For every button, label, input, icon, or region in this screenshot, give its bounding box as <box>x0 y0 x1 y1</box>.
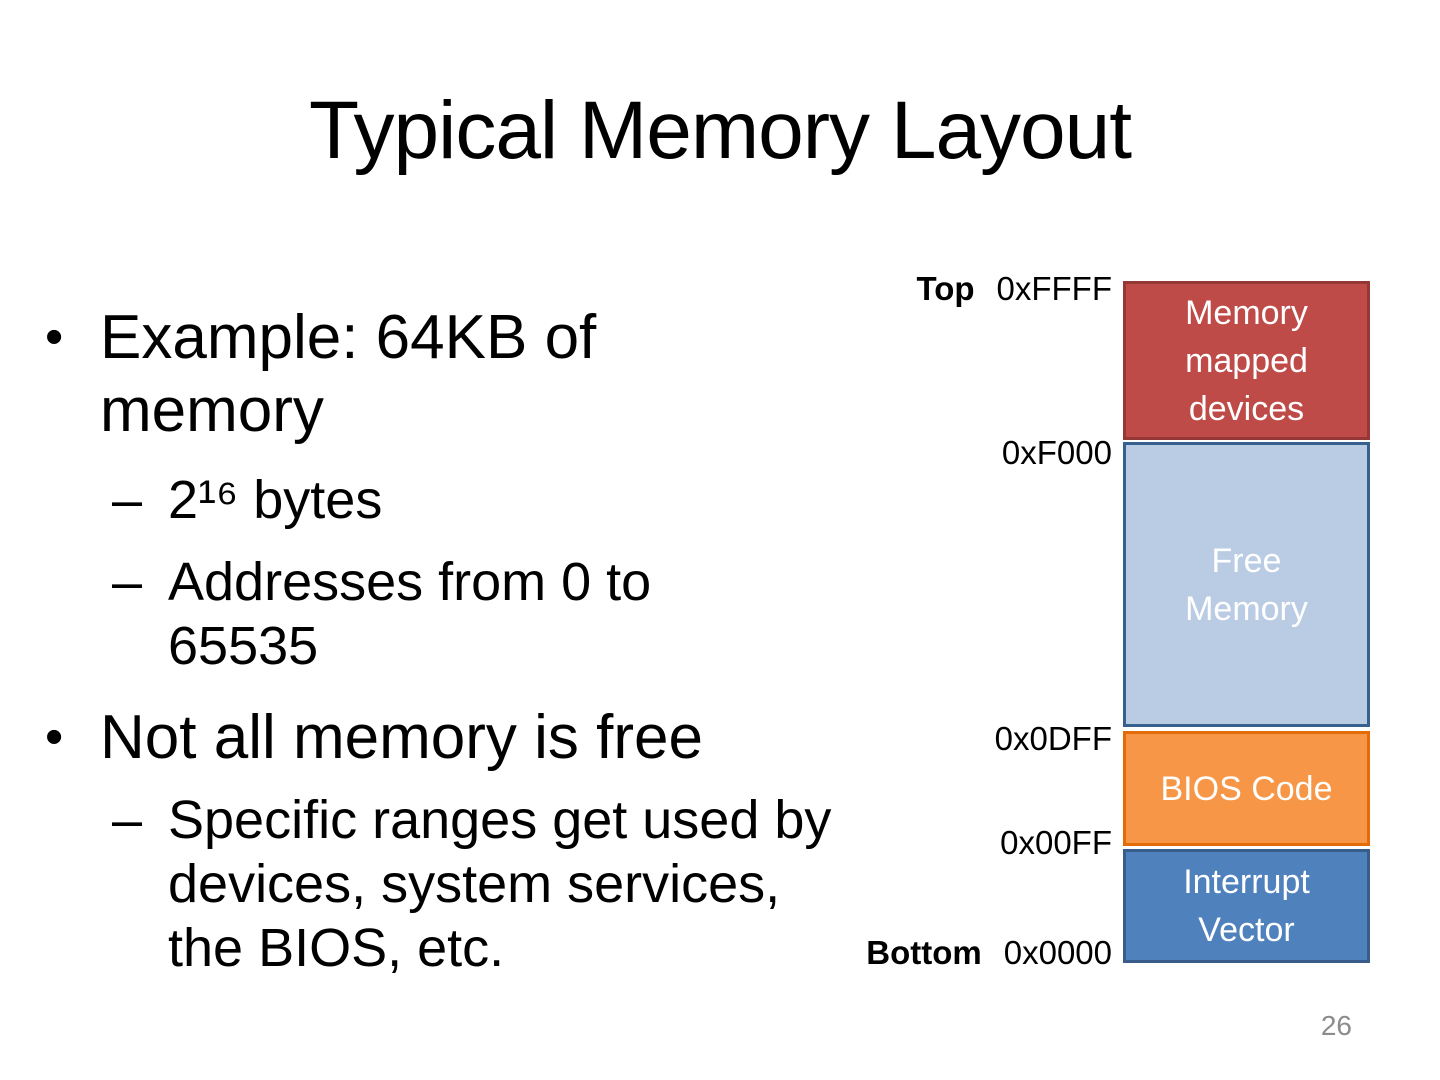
address-row-bottom: Bottom 0x0000 <box>866 936 1112 969</box>
address-0x0DFF: 0x0DFF <box>994 720 1112 757</box>
subbullet-2-16-bytes: – 2¹⁶ bytes <box>112 468 382 532</box>
dash-marker: – <box>112 470 143 530</box>
address-row-0xF000: 0xF000 <box>1002 436 1112 469</box>
slide-title: Typical Memory Layout <box>308 85 1132 176</box>
address-row-top: Top 0xFFFF <box>916 272 1112 305</box>
memory-block-interrupt-vector: Interrupt Vector <box>1123 849 1370 963</box>
address-0x0000: 0x0000 <box>1003 934 1112 971</box>
bullet-text: Example: 64KB of memory <box>100 303 597 445</box>
dash-marker: – <box>112 552 143 612</box>
memory-block-free-memory: Free Memory <box>1123 442 1370 727</box>
bullet-not-all-free: • Not all memory is free <box>45 701 703 774</box>
memory-block-memory-mapped-devices: Memory mapped devices <box>1123 281 1370 440</box>
page-number: 26 <box>1320 1010 1352 1041</box>
subbullet-text: Specific ranges get used by devices, sys… <box>168 790 832 978</box>
top-label: Top <box>916 270 975 307</box>
bullet-dot-marker: • <box>45 708 64 766</box>
memory-block-bios-code: BIOS Code <box>1123 731 1370 846</box>
subbullet-specific-ranges: – Specific ranges get used by devices, s… <box>112 788 831 980</box>
address-row-0x00FF: 0x00FF <box>1000 826 1112 859</box>
bullet-dot-marker: • <box>45 308 64 366</box>
dash-marker: – <box>112 790 143 850</box>
address-row-0x0DFF: 0x0DFF <box>995 722 1112 755</box>
address-0xF000: 0xF000 <box>1001 434 1112 471</box>
bottom-label: Bottom <box>866 934 982 971</box>
address-0x00FF: 0x00FF <box>1000 824 1112 861</box>
bullet-text: Not all memory is free <box>100 703 703 772</box>
address-0xFFFF: 0xFFFF <box>996 270 1112 307</box>
subbullet-addresses: – Addresses from 0 to 65535 <box>112 550 651 678</box>
subbullet-text: Addresses from 0 to 65535 <box>168 552 652 676</box>
bullet-example-64kb: • Example: 64KB of memory <box>45 301 596 447</box>
subbullet-text: 2¹⁶ bytes <box>168 470 383 530</box>
